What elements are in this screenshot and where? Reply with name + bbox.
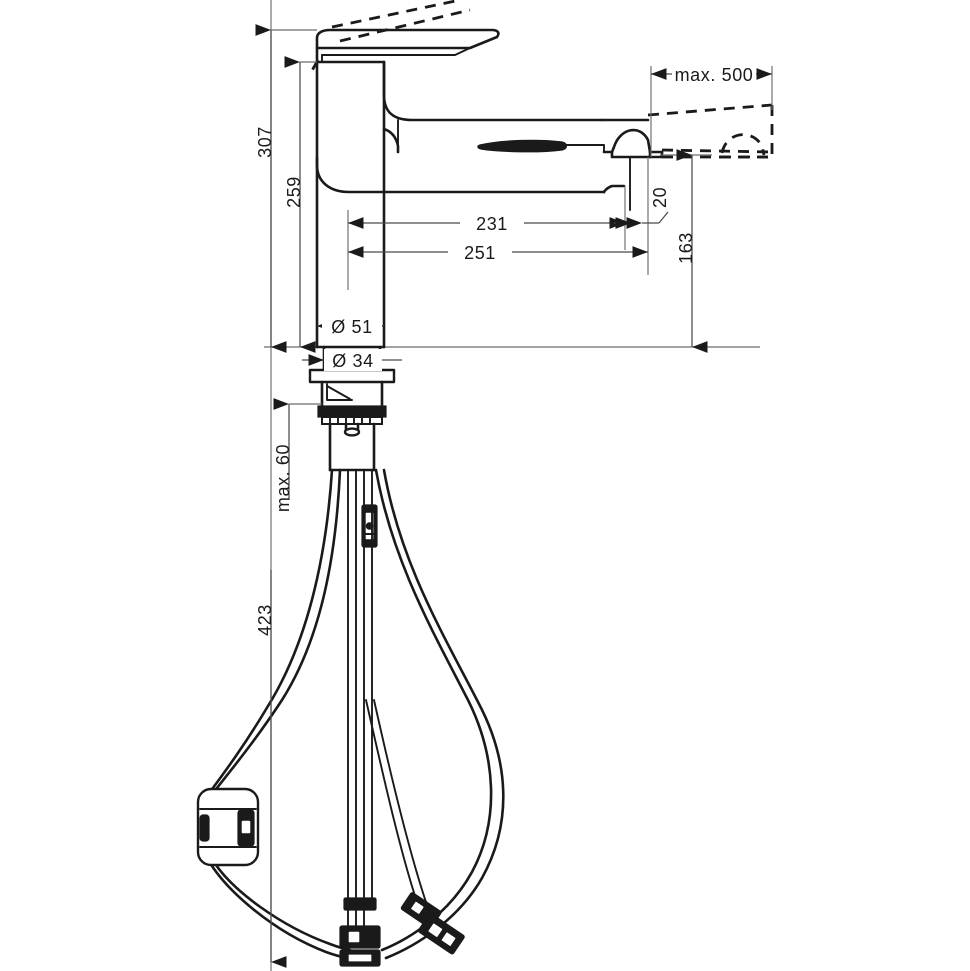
dimension-label-423: 423 [255,604,275,636]
dimension-label-20: 20 [650,187,670,208]
dimension-height-spout: 259 [284,56,317,353]
dimension-label-max500: max. 500 [675,65,754,85]
dimension-reach-outer: 251 [348,157,649,275]
dimension-label-251: 251 [464,243,496,263]
dimension-label-231: 231 [476,214,508,234]
dimension-pullout-reach: max. 500 [650,63,773,157]
dimension-label-163: 163 [676,232,696,264]
dimension-hose-length: 423 [255,570,287,968]
dimension-label-max60: max. 60 [273,444,293,512]
hose-connectors [339,892,465,967]
dimension-shank-diameter: Ø 34 [302,349,402,371]
dimension-label-d51: Ø 51 [331,317,372,337]
dimension-label-307: 307 [255,126,275,158]
lever-handle[interactable] [315,28,500,64]
dimension-spout-clearance: 163 [660,149,712,353]
spout-arm [315,60,606,194]
spray-head-extended [647,103,774,159]
hose-weight [196,787,260,867]
dimension-reach-inner: 231 [347,186,626,290]
tap-body [315,46,386,349]
spray-head [477,118,664,211]
mounting-nut [317,405,387,472]
dimension-deck-thickness: max. 60 [273,398,322,512]
dimension-label-d34: Ø 34 [332,351,373,371]
dimension-label-259: 259 [284,176,304,208]
dimension-spray-offset: 20 [614,187,670,229]
dimension-body-diameter: Ø 51 [317,315,384,337]
